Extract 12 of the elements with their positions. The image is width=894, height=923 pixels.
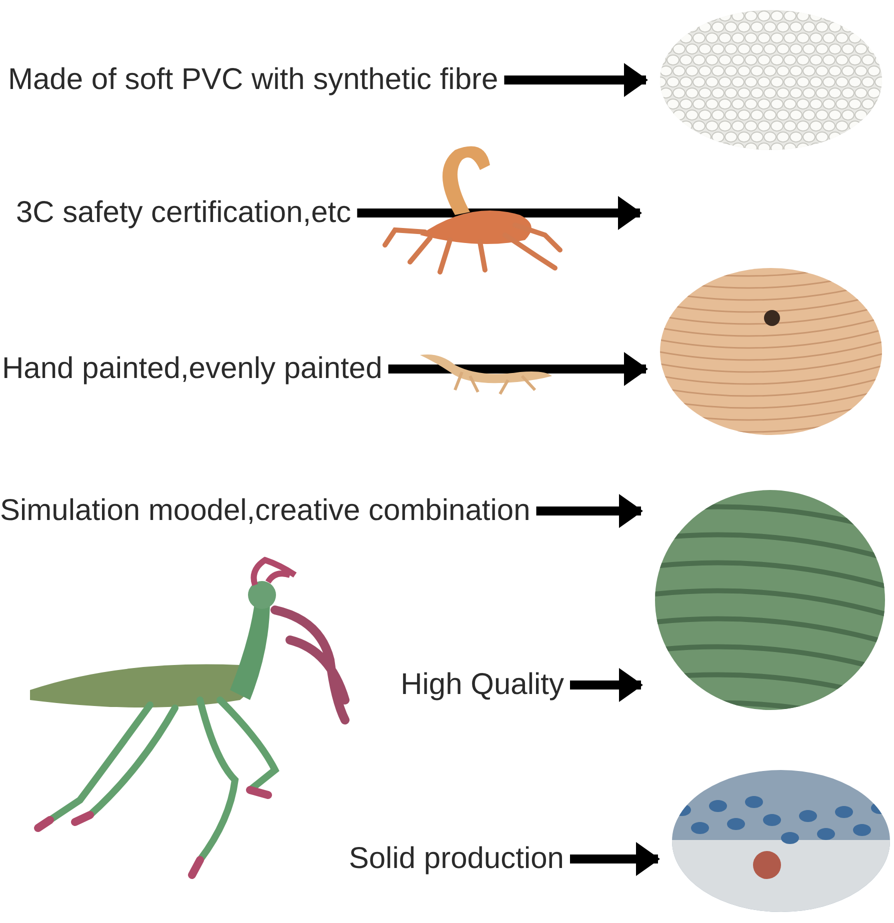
arrow [388, 352, 648, 386]
arrow [570, 668, 643, 702]
feature-label: Simulation moodel,creative combination [0, 494, 530, 528]
arrow [570, 842, 660, 876]
feature-label: 3C safety certification,etc [16, 196, 352, 230]
feature-label: High Quality [400, 668, 564, 702]
feature-label: Solid production [348, 842, 564, 876]
feature-label: Hand painted,evenly painted [2, 352, 382, 386]
arrow [357, 196, 642, 230]
arrow [504, 63, 648, 97]
feature-label: Made of soft PVC with synthetic fibre [8, 63, 498, 97]
arrow [536, 494, 643, 528]
